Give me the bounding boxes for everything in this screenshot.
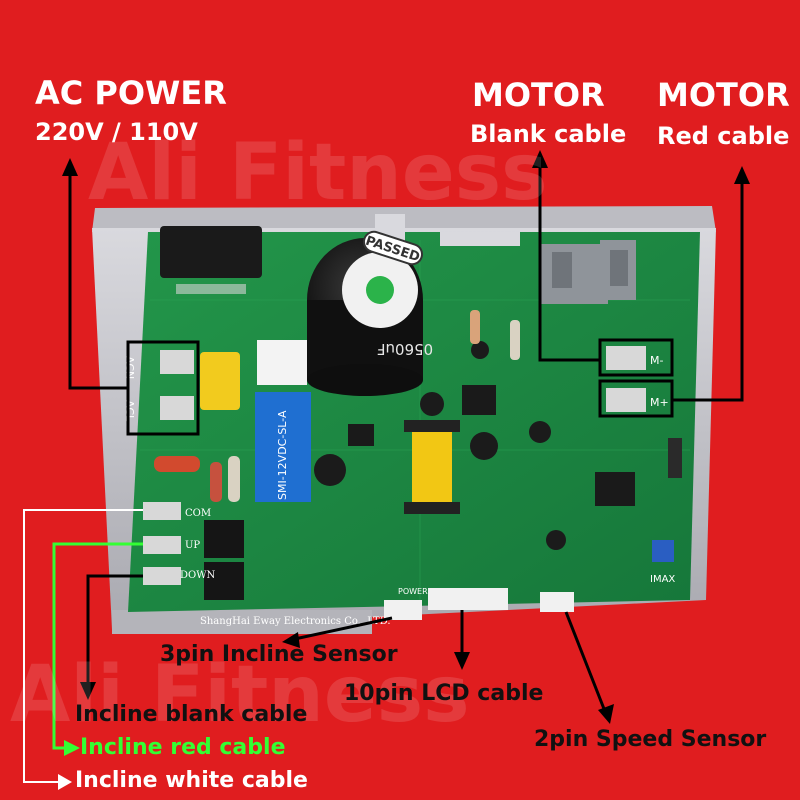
incline-relay-down (204, 562, 244, 600)
incline-red-arrow (52, 542, 143, 750)
label-incline-white: Incline white cable (75, 768, 308, 793)
ac-power-arrow (68, 168, 128, 390)
motor-minus-highlight-box (598, 338, 674, 377)
microcontroller-chip (595, 472, 635, 506)
silk-com: COM (185, 508, 211, 519)
motor-connector-blocks (540, 240, 636, 304)
silk-maker: ShangHai Eway Electronics Co., LTD. (200, 616, 391, 627)
main-capacitor: PASSED 0560uF (307, 230, 433, 396)
varistor (154, 456, 200, 472)
arrowhead-icon (282, 632, 300, 648)
label-motor-left-cable: Blank cable (470, 120, 627, 148)
speed-sensor-connector (540, 592, 574, 612)
incline-blank-arrow (86, 574, 143, 690)
speed-sensor-arrow (564, 611, 608, 715)
small-capacitor (529, 421, 551, 443)
fuse-holder (160, 226, 262, 278)
motor-red-arrow (672, 176, 744, 402)
silk-imax: IMAX (650, 574, 675, 585)
arrowhead-icon (80, 682, 96, 700)
small-capacitor (314, 454, 346, 486)
silk-m-minus: M- (650, 354, 663, 367)
arrowhead-icon (62, 158, 78, 176)
label-incline-red: Incline red cable (80, 735, 286, 760)
label-speed-sensor: 2pin Speed Sensor (534, 727, 767, 752)
arrowhead-icon (532, 150, 548, 168)
imax-trimpot (652, 540, 674, 562)
incline-relay-up (204, 520, 244, 558)
arrowhead-icon (598, 704, 614, 724)
resistor (510, 320, 520, 360)
watermark-bottom: Ali Fitness (10, 650, 470, 740)
label-incline-blank: Incline blank cable (75, 702, 308, 727)
arrowhead-icon (58, 774, 72, 790)
small-capacitor (546, 530, 566, 550)
incline-sensor-connector (384, 600, 422, 620)
label-motor-right: MOTOR (657, 76, 790, 114)
ceramic-resistor (257, 340, 307, 385)
pin-header (668, 438, 682, 478)
label-motor-right-cable: Red cable (657, 122, 790, 150)
incline-sensor-arrow (289, 616, 393, 642)
label-incline-sensor: 3pin Incline Sensor (160, 642, 398, 667)
board-components: PASSED 0560uF SMI-12VDC-SL-A (123, 214, 682, 627)
arrowhead-icon (64, 740, 80, 756)
resistor (228, 456, 240, 502)
relay-label: SMI-12VDC-SL-A (276, 410, 289, 500)
resistor (210, 462, 222, 502)
silk-up: UP (185, 540, 200, 551)
label-ac-power: AC POWER (35, 74, 227, 112)
voltage-regulator (462, 385, 496, 415)
x-capacitor (200, 352, 240, 410)
incline-white-arrow (23, 509, 143, 783)
motor-terminal-tabs (606, 346, 646, 412)
watermark-top: Ali Fitness (88, 128, 548, 218)
label-ac-voltage: 220V / 110V (35, 118, 198, 146)
transformer (404, 420, 460, 514)
silk-m-plus: M+ (650, 396, 669, 409)
ac-terminal-tabs (160, 350, 194, 420)
resistor (470, 310, 480, 344)
motor-blank-arrow (538, 160, 600, 362)
silk-down: DOWN (180, 570, 215, 581)
capacitor-rating: 0560uF (377, 340, 433, 358)
label-motor-left: MOTOR (472, 76, 605, 114)
arrowhead-icon (454, 652, 470, 670)
incline-terminal-tabs (143, 502, 181, 585)
label-lcd-cable: 10pin LCD cable (344, 681, 544, 706)
heatsink-clip (440, 232, 520, 246)
small-capacitor (471, 341, 489, 359)
arrowhead-icon (734, 166, 750, 184)
lcd-connector (428, 588, 508, 610)
ic-chip (348, 424, 374, 446)
power-relay: SMI-12VDC-SL-A (255, 392, 311, 502)
small-capacitor (470, 432, 498, 460)
small-capacitor (420, 392, 444, 416)
silk-power: POWER (398, 587, 428, 596)
